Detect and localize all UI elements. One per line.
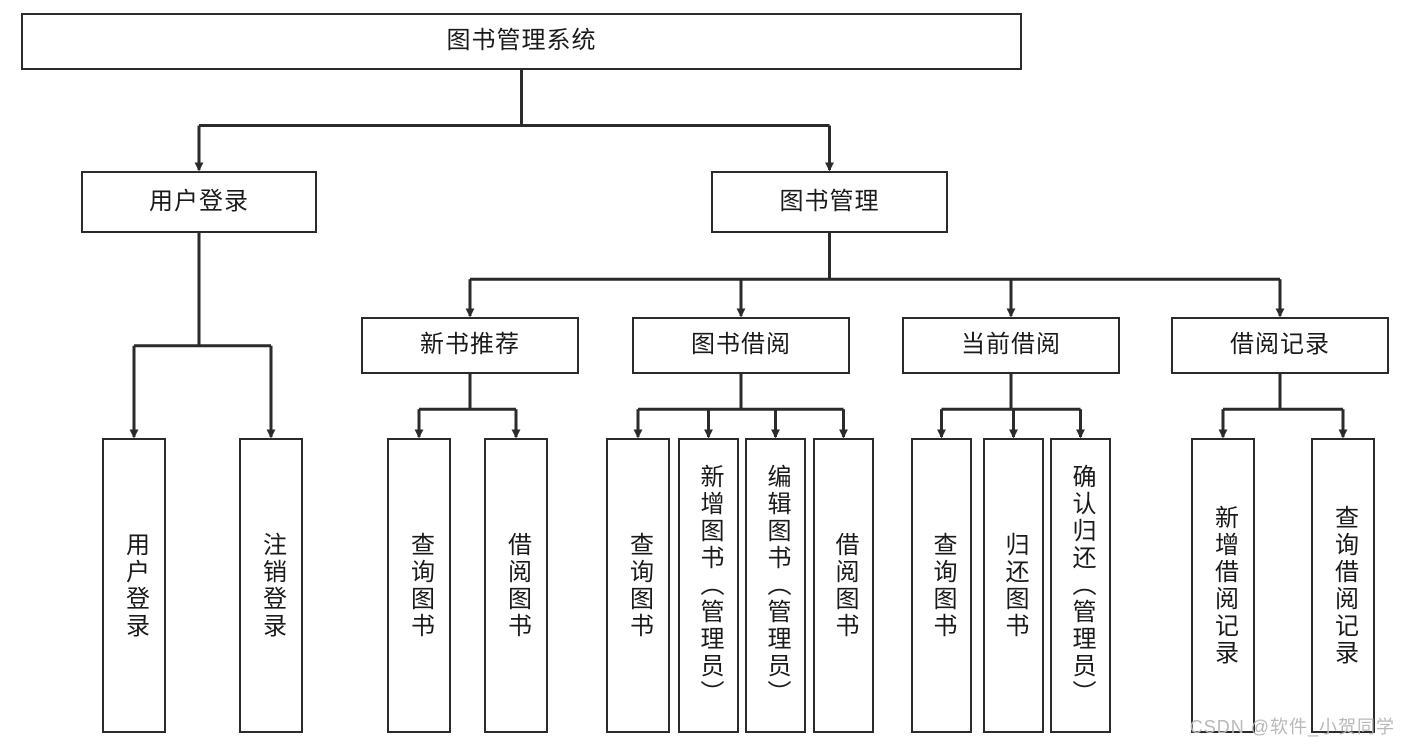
leaf-record-query-borrow-record[interactable]: 查询借阅记录 <box>1311 438 1375 733</box>
watermark-text: CSDN @软件_小贺同学 <box>1189 717 1395 737</box>
node-label: 确认归还（管理员） <box>1067 464 1095 707</box>
leaf-user-login[interactable]: 用户登录 <box>102 438 166 733</box>
node-label: 注销登录 <box>258 531 286 640</box>
node-label: 编辑图书（管理员） <box>762 464 790 707</box>
node-label: 查询图书 <box>625 531 653 640</box>
node-label: 图书管理系统 <box>446 27 597 55</box>
node-label: 用户登录 <box>149 187 249 215</box>
node-label: 新增图书（管理员） <box>695 464 723 707</box>
node-label: 新增借阅记录 <box>1210 504 1238 667</box>
leaf-current-return-book[interactable]: 归还图书 <box>983 438 1044 733</box>
node-label: 图书管理 <box>779 187 880 215</box>
leaf-borrow-borrow-book[interactable]: 借阅图书 <box>813 438 874 733</box>
node-label: 归还图书 <box>1000 531 1028 640</box>
node-book-borrow[interactable]: 图书借阅 <box>632 317 850 374</box>
node-label: 借阅图书 <box>830 531 858 640</box>
node-label: 借阅图书 <box>503 531 531 640</box>
node-book-management[interactable]: 图书管理 <box>711 171 948 233</box>
node-label: 用户登录 <box>121 531 149 640</box>
leaf-recommend-query-book[interactable]: 查询图书 <box>387 438 451 733</box>
node-label: 查询图书 <box>406 531 434 640</box>
node-label: 当前借阅 <box>961 331 1061 359</box>
leaf-borrow-add-book-admin[interactable]: 新增图书（管理员） <box>678 438 739 733</box>
node-label: 查询图书 <box>928 531 956 640</box>
leaf-user-logout[interactable]: 注销登录 <box>239 438 303 733</box>
node-current-borrow[interactable]: 当前借阅 <box>902 317 1120 374</box>
node-user-login-group[interactable]: 用户登录 <box>81 171 317 233</box>
leaf-record-add-borrow-record[interactable]: 新增借阅记录 <box>1191 438 1255 733</box>
leaf-borrow-edit-book-admin[interactable]: 编辑图书（管理员） <box>745 438 806 733</box>
leaf-recommend-borrow-book[interactable]: 借阅图书 <box>484 438 548 733</box>
node-root[interactable]: 图书管理系统 <box>21 13 1022 70</box>
node-new-book-recommend[interactable]: 新书推荐 <box>361 317 579 374</box>
leaf-current-query-book[interactable]: 查询图书 <box>911 438 972 733</box>
node-label: 新书推荐 <box>420 331 520 359</box>
leaf-current-confirm-return-admin[interactable]: 确认归还（管理员） <box>1050 438 1111 733</box>
node-label: 借阅记录 <box>1230 331 1330 359</box>
leaf-borrow-query-book[interactable]: 查询图书 <box>606 438 670 733</box>
node-label: 图书借阅 <box>691 331 791 359</box>
node-label: 查询借阅记录 <box>1330 504 1358 667</box>
node-borrow-record[interactable]: 借阅记录 <box>1171 317 1389 374</box>
